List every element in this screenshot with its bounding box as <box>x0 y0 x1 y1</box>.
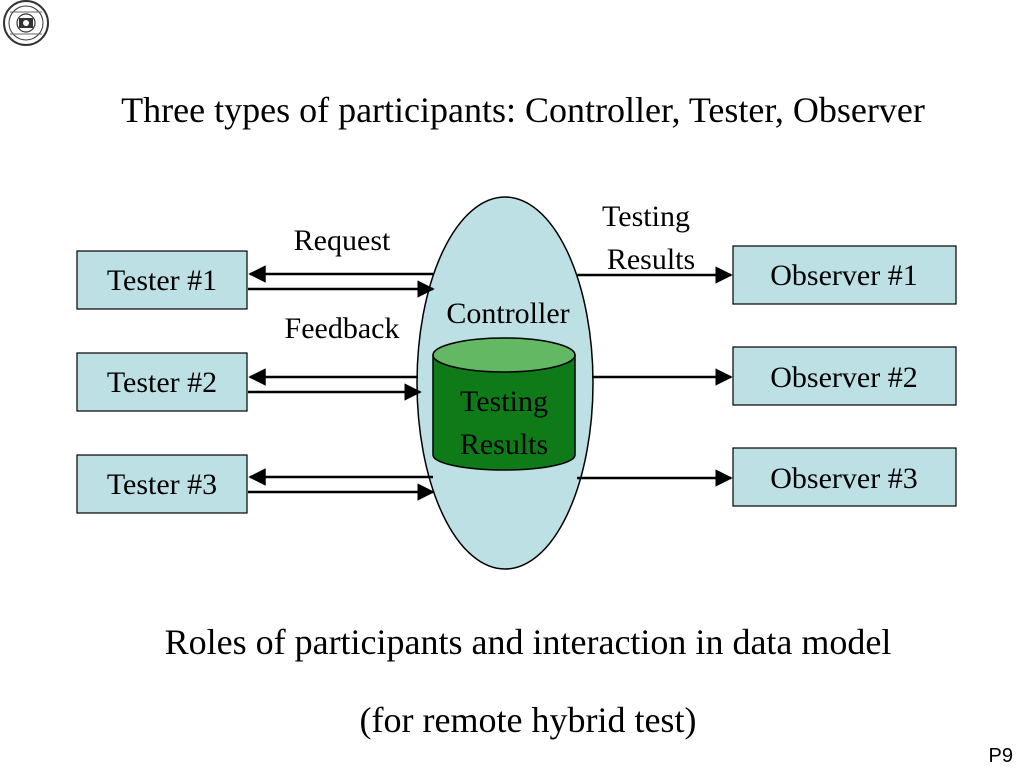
tester-box-3: Tester #3 <box>76 454 248 514</box>
observer-label: Observer #3 <box>770 462 917 495</box>
controller-label: Controller <box>446 297 569 330</box>
observer-label: Observer #1 <box>770 259 917 292</box>
request-label: Request <box>294 224 391 257</box>
caption-line-2: (for remote hybrid test) <box>360 700 697 740</box>
tester-1-arrows <box>248 265 435 298</box>
observer-label: Observer #2 <box>770 361 917 394</box>
caption-line-1: Roles of participants and interaction in… <box>165 622 892 662</box>
database-label-line2: Results <box>460 428 548 461</box>
testing-results-label-line1: Testing <box>602 200 690 233</box>
slide-title: Three types of participants: Controller,… <box>121 90 925 130</box>
database-label-line1: Testing <box>460 385 548 418</box>
testing-results-label-line2: Results <box>607 243 695 276</box>
observer-box-2: Observer #2 <box>732 346 957 406</box>
tester-2-arrows <box>248 368 422 401</box>
tester-box-1: Tester #1 <box>76 250 248 310</box>
observer-box-3: Observer #3 <box>732 447 957 507</box>
feedback-label: Feedback <box>285 312 400 345</box>
tester-label: Tester #2 <box>107 366 217 399</box>
tester-label: Tester #1 <box>107 264 217 297</box>
university-seal-icon <box>3 0 49 46</box>
observer-box-1: Observer #1 <box>732 245 957 305</box>
page-number: P9 <box>989 745 1013 767</box>
tester-label: Tester #3 <box>107 468 217 501</box>
testing-results-database-icon <box>432 337 576 471</box>
tester-box-2: Tester #2 <box>76 352 248 412</box>
tester-3-arrows <box>248 468 435 501</box>
